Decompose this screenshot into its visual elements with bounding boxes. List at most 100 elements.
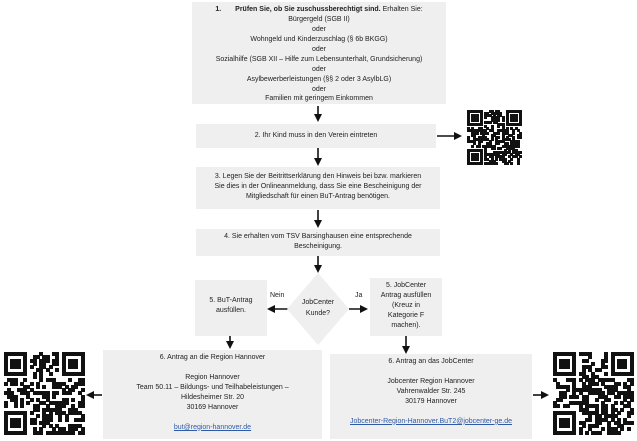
qr-module (484, 146, 488, 150)
qr-module (479, 140, 483, 144)
qr-module (604, 358, 609, 363)
qr-module (23, 427, 28, 432)
qr-module (479, 151, 483, 155)
qr-module (36, 368, 40, 373)
qr-module (553, 378, 557, 383)
qr-module (516, 142, 520, 146)
qr-module (48, 371, 53, 376)
qr-module (495, 112, 499, 116)
qr-module (39, 352, 44, 356)
qr-module (578, 352, 583, 356)
qr-module (604, 407, 609, 412)
qr-module (16, 361, 21, 366)
qr-module (607, 427, 612, 432)
qr-module (501, 118, 505, 122)
qr-module (559, 430, 564, 435)
qr-module (45, 420, 50, 425)
qr-module (512, 116, 516, 120)
qr-module (610, 414, 615, 419)
qr-module (594, 404, 599, 409)
qr-module (26, 394, 31, 399)
qr-code-jobcenter[interactable] (553, 352, 634, 435)
qr-module (501, 155, 505, 159)
qr-module (501, 159, 505, 163)
qr-module (68, 411, 72, 416)
qr-module (10, 378, 15, 383)
qr-module (13, 430, 18, 435)
qr-module (492, 120, 496, 124)
qr-module (623, 365, 628, 370)
qr-module (29, 388, 34, 393)
qr-module (585, 388, 589, 393)
qr-module (490, 146, 494, 150)
qr-module (10, 394, 15, 399)
qr-module (591, 361, 596, 366)
step3-line: 3. Legen Sie der Beitrittserklärung den … (214, 173, 422, 180)
qr-module (471, 157, 475, 161)
qr-module (477, 122, 481, 126)
qr-module (503, 159, 507, 163)
qr-module (503, 161, 507, 165)
qr-module (604, 352, 609, 356)
qr-module (4, 361, 8, 366)
qr-module (52, 391, 56, 396)
qr-module (518, 110, 522, 113)
qr-module (48, 401, 53, 406)
qr-module (42, 417, 47, 422)
qr-module (516, 133, 520, 137)
qr-module (68, 361, 72, 366)
qr-module (42, 407, 47, 412)
qr-module (471, 153, 475, 157)
qr-module (23, 391, 28, 396)
qr-module (581, 397, 586, 402)
qr-module (23, 414, 28, 419)
step6-left-email-link[interactable]: but@region-hannover.de (173, 423, 252, 431)
qr-module (58, 401, 63, 406)
qr-module (572, 401, 577, 406)
qr-module (514, 118, 518, 122)
qr-module (74, 371, 79, 376)
qr-module (510, 127, 514, 131)
qr-module (610, 352, 615, 356)
qr-module (575, 394, 580, 399)
qr-code-region-hannover[interactable] (4, 352, 85, 435)
qr-module (505, 122, 509, 126)
qr-module (556, 352, 561, 356)
qr-module (510, 122, 514, 126)
qr-module (553, 361, 557, 366)
qr-module (562, 394, 567, 399)
qr-module (471, 118, 475, 122)
step1-line: Asylbewerberleistungen (§§ 2 oder 3 Asyl… (246, 75, 392, 83)
qr-module (80, 397, 85, 402)
qr-module (4, 368, 8, 373)
qr-module (36, 407, 40, 412)
qr-module (510, 142, 514, 146)
qr-module (588, 355, 593, 360)
qr-module (495, 131, 499, 135)
step6-right-email-link[interactable]: Jobcenter-Region-Hannover.BuT2@jobcenter… (350, 417, 512, 425)
qr-module (623, 371, 628, 376)
qr-code-verein[interactable] (467, 110, 522, 165)
qr-module (52, 361, 56, 366)
qr-module (42, 411, 47, 416)
qr-module (473, 142, 477, 146)
qr-module (479, 112, 483, 116)
qr-module (490, 118, 494, 122)
qr-module (613, 430, 618, 435)
qr-module (4, 365, 8, 370)
qr-module (469, 140, 473, 144)
qr-module (623, 384, 628, 389)
qr-module (467, 138, 470, 142)
qr-module (490, 127, 494, 131)
qr-module (77, 352, 82, 356)
qr-module (55, 391, 60, 396)
qr-module (510, 140, 514, 144)
qr-module (604, 417, 609, 422)
qr-module (477, 140, 481, 144)
qr-module (467, 122, 470, 126)
step2-text: 2. Ihr Kind muss in den Verein eintreten (254, 132, 378, 139)
qr-module (556, 384, 561, 389)
qr-module (68, 352, 72, 356)
qr-module (492, 151, 496, 155)
qr-module (469, 122, 473, 126)
